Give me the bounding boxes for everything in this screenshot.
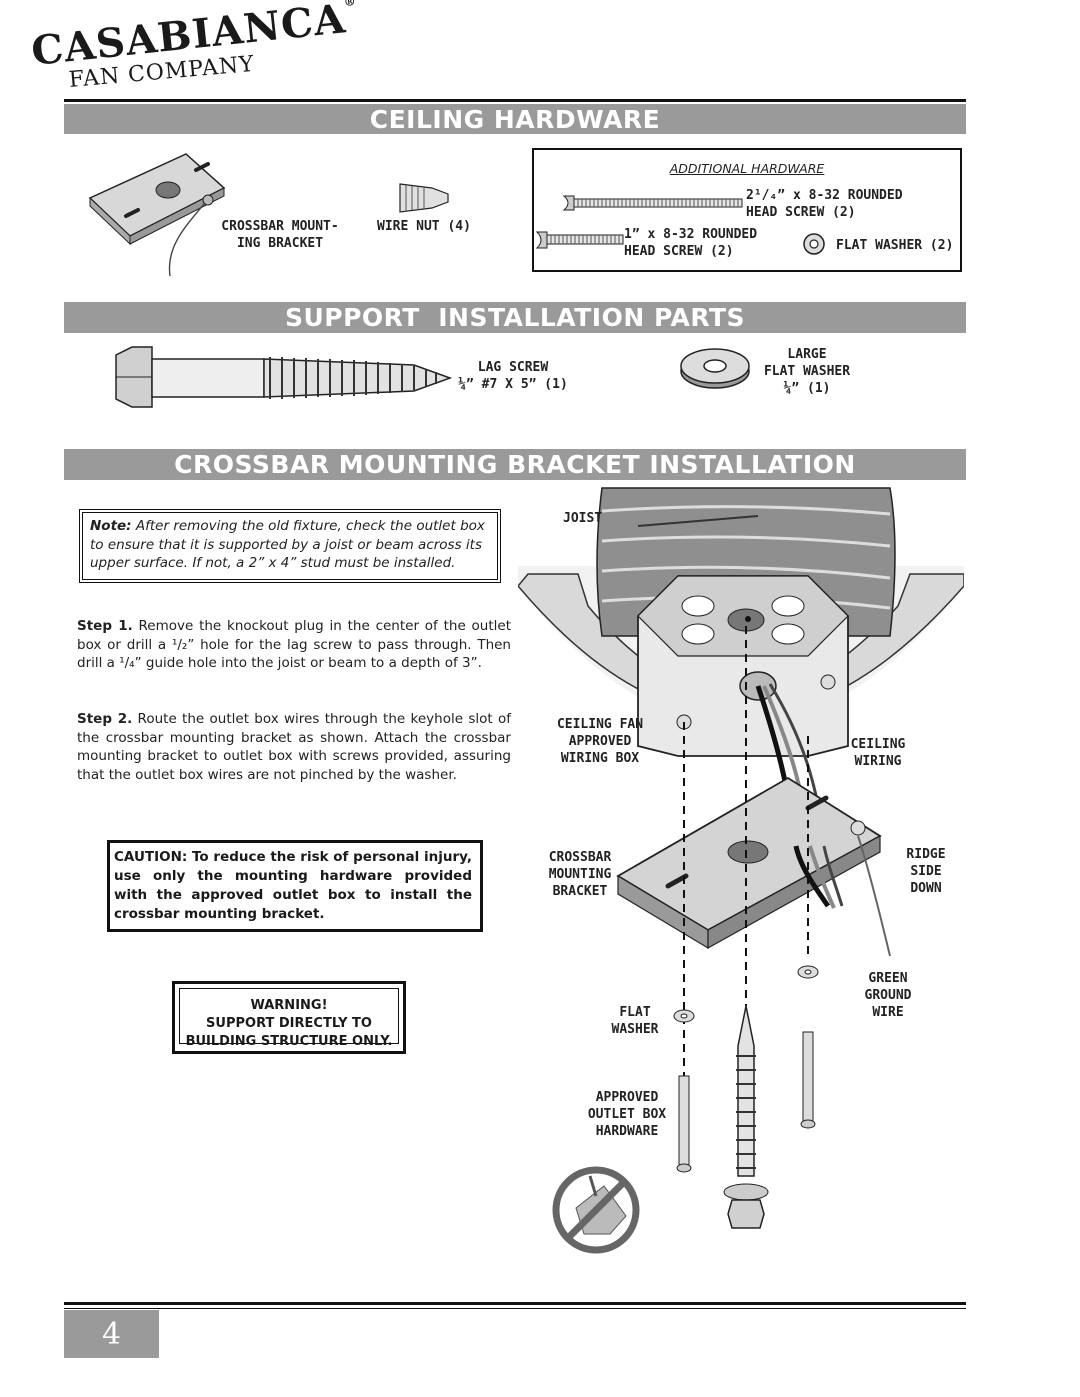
short-screw-label-line1: 1” x 8-32 ROUNDED [624, 227, 758, 242]
ridge-side-label-line3: DOWN [910, 881, 942, 896]
section-support-parts: SUPPORT INSTALLATION PARTS [64, 302, 966, 333]
warning-inner: WARNING! SUPPORT DIRECTLY TO BUILDING ST… [179, 988, 399, 1049]
lag-screw-label-line1: LAG SCREW [477, 360, 549, 375]
long-screw-label-line2: HEAD SCREW (2) [746, 205, 856, 220]
note-label: Note: [90, 518, 132, 534]
short-screw-icon [535, 231, 624, 249]
wiring-box-label-line2: APPROVED [568, 734, 632, 749]
flat-washer-diagram-label: FLAT WASHER [600, 1004, 670, 1038]
ridge-side-label-line1: RIDGE [906, 847, 946, 862]
note-body: After removing the old fixture, check th… [90, 518, 485, 571]
ceiling-wiring-label: CEILING WIRING [840, 736, 916, 770]
top-rule [64, 99, 966, 102]
additional-hardware-box [532, 148, 962, 272]
wiring-box-label-line3: WIRING BOX [560, 751, 640, 766]
large-flat-washer-label-line3: ¼” (1) [783, 381, 831, 396]
footer-rule-thick [64, 1302, 966, 1305]
flat-washer-icon [803, 233, 825, 255]
wiring-box-label-line1: CEILING FAN [556, 717, 644, 732]
flat-washer-label: FLAT WASHER (2) [836, 238, 954, 253]
flat-washer-diagram-label-line2: WASHER [611, 1022, 659, 1037]
wire-nut-icon [399, 183, 449, 213]
long-screw-label-line1: 2¹/₄” x 8-32 ROUNDED [746, 188, 903, 203]
additional-hardware-title: ADDITIONAL HARDWARE [669, 161, 825, 176]
page-number: 4 [64, 1310, 159, 1358]
ridge-side-label-line2: SIDE [910, 864, 942, 879]
large-flat-washer-label-line2: FLAT WASHER [763, 364, 851, 379]
installation-diagram [518, 487, 964, 1254]
long-screw-label: 2¹/₄” x 8-32 ROUNDED HEAD SCREW (2) [746, 187, 903, 221]
crossbar-bracket-illustration [88, 153, 226, 277]
ceiling-wiring-label-line1: CEILING [850, 737, 906, 752]
caution-text: CAUTION: To reduce the risk of personal … [114, 849, 472, 922]
large-flat-washer-icon [680, 348, 750, 389]
lag-screw-label-line2: ¼” #7 X 5” (1) [458, 377, 568, 392]
ground-wire-label-line1: GREEN [868, 971, 908, 986]
approved-hardware-label-line1: APPROVED [595, 1090, 659, 1105]
lag-screw-label: LAG SCREW ¼” #7 X 5” (1) [448, 359, 578, 393]
large-flat-washer-label: LARGE FLAT WASHER ¼” (1) [752, 346, 862, 397]
step-1: Step 1. Remove the knockout plug in the … [77, 617, 511, 673]
crossbar-bracket-label-line2: ING BRACKET [236, 236, 324, 251]
caution-box [107, 840, 483, 932]
crossbar-bracket-label: CROSSBAR MOUNT- ING BRACKET [210, 218, 350, 252]
step-2-text: Route the outlet box wires through the k… [77, 711, 512, 783]
short-screw-label-line2: HEAD SCREW (2) [624, 244, 734, 259]
warning-box: WARNING! SUPPORT DIRECTLY TO BUILDING ST… [172, 981, 406, 1054]
step-2: Step 2. Route the outlet box wires throu… [77, 710, 511, 784]
crossbar-mounting-label: CROSSBAR MOUNTING BRACKET [536, 849, 624, 900]
crossbar-bracket-label-line1: CROSSBAR MOUNT- [221, 219, 339, 234]
section-ceiling-hardware: CEILING HARDWARE [64, 104, 966, 134]
warning-line3: BUILDING STRUCTURE ONLY. [185, 1034, 393, 1049]
crossbar-mounting-label-line2: MOUNTING [548, 867, 612, 882]
step-2-label: Step 2. [77, 711, 133, 727]
step-1-text: Remove the knockout plug in the center o… [77, 618, 511, 671]
footer-rule-thin [64, 1308, 966, 1309]
ridge-side-label: RIDGE SIDE DOWN [896, 846, 956, 897]
approved-hardware-label-line3: HARDWARE [595, 1124, 659, 1139]
warning-line2: SUPPORT DIRECTLY TO [206, 1016, 372, 1031]
joist-label: JOIST [563, 511, 603, 526]
ground-wire-label-line3: WIRE [872, 1005, 904, 1020]
flat-washer-diagram-label-line1: FLAT [619, 1005, 651, 1020]
note-box [79, 509, 501, 583]
wire-nut-label: WIRE NUT (4) [377, 219, 471, 234]
step-1-label: Step 1. [77, 618, 133, 634]
lag-screw-illustration [115, 346, 453, 408]
warning-title: WARNING! [250, 998, 328, 1013]
note-box-inner [82, 512, 498, 580]
long-screw-icon [562, 195, 743, 211]
wiring-box-label: CEILING FAN APPROVED WIRING BOX [550, 716, 650, 767]
crossbar-mounting-label-line1: CROSSBAR [548, 850, 612, 865]
approved-hardware-label-line2: OUTLET BOX [587, 1107, 667, 1122]
section-crossbar-install: CROSSBAR MOUNTING BRACKET INSTALLATION [64, 449, 966, 480]
short-screw-label: 1” x 8-32 ROUNDED HEAD SCREW (2) [624, 226, 757, 260]
ground-wire-label-line2: GROUND [864, 988, 912, 1003]
note-text: Note: After removing the old fixture, ch… [90, 517, 492, 573]
large-flat-washer-label-line1: LARGE [787, 347, 827, 362]
crossbar-mounting-label-line3: BRACKET [552, 884, 608, 899]
ground-wire-label: GREEN GROUND WIRE [852, 970, 924, 1021]
ceiling-wiring-label-line2: WIRING [854, 754, 902, 769]
approved-hardware-label: APPROVED OUTLET BOX HARDWARE [578, 1089, 676, 1140]
registered-mark: ® [343, 0, 358, 10]
